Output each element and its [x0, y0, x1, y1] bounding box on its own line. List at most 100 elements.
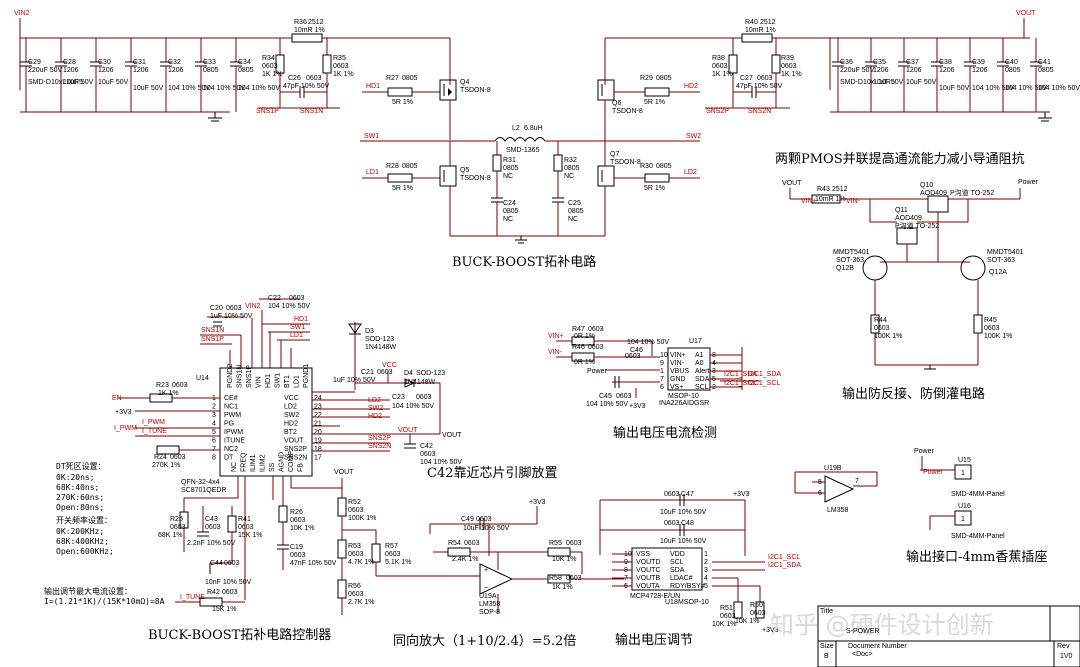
- svg-text:6.8uH: 6.8uH: [524, 125, 543, 132]
- svg-text:104 10% 50V: 104 10% 50V: [627, 339, 669, 346]
- reverse-protection-circuit: VOUT VIN+ R43 2512 10mR 1% VIN- Q10 AOD4…: [782, 179, 1039, 370]
- svg-text:2512: 2512: [760, 19, 776, 26]
- svg-text:2: 2: [212, 404, 216, 411]
- lm358-noninverting-amp: C49 0603 10uF 10% 50V +3V3 R54 0603 2.4K…: [429, 499, 624, 616]
- svg-text:NC: NC: [231, 462, 238, 472]
- svg-text:1K 1%: 1K 1%: [262, 71, 283, 78]
- title-connector: 输出接口-4mm香蕉插座: [906, 549, 1047, 565]
- title-protect: 输出防反接、防倒灌电路: [842, 386, 985, 402]
- svg-text:1: 1: [660, 368, 664, 375]
- svg-text:1206: 1206: [939, 67, 955, 74]
- svg-text:VOUT: VOUT: [442, 432, 462, 439]
- svg-text:SNS2N: SNS2N: [368, 443, 391, 450]
- svg-text:TSDON-8: TSDON-8: [612, 108, 643, 115]
- svg-text:10K 1%: 10K 1%: [290, 525, 315, 532]
- svg-text:1uF 10% 50V: 1uF 10% 50V: [333, 377, 376, 384]
- svg-text:VOUT: VOUT: [284, 438, 304, 445]
- svg-text:1K 1%: 1K 1%: [712, 71, 733, 78]
- svg-text:104 10% 50V: 104 10% 50V: [203, 85, 245, 92]
- svg-text:Q10: Q10: [920, 182, 933, 189]
- svg-text:10mR 1%: 10mR 1%: [745, 27, 776, 34]
- svg-text:10uF 10% 50V: 10uF 10% 50V: [463, 525, 510, 532]
- svg-text:Open:80ns;: Open:80ns;: [56, 503, 104, 512]
- svg-text:VIN-: VIN-: [670, 360, 685, 367]
- svg-text:R24: R24: [154, 454, 167, 461]
- svg-text:1206: 1206: [906, 67, 922, 74]
- svg-text:21: 21: [314, 421, 322, 428]
- title-amp: 同向放大（1+10/2.4）=5.2倍: [393, 633, 576, 649]
- svg-text:SW1: SW1: [364, 133, 379, 140]
- svg-text:SW1: SW1: [275, 373, 282, 388]
- svg-text:Document Number: Document Number: [848, 643, 907, 650]
- svg-text:0805: 0805: [564, 165, 580, 172]
- svg-text:6: 6: [212, 438, 216, 445]
- sc8701-controller: C20 0603 1uF 10% 50V VIN2 C22 0603 104 1…: [112, 295, 558, 613]
- svg-text:0603: 0603: [348, 591, 364, 598]
- svg-text:NC: NC: [564, 173, 574, 180]
- svg-text:VOUTA: VOUTA: [636, 583, 660, 590]
- svg-text:PWM: PWM: [224, 412, 241, 419]
- svg-text:Power: Power: [923, 469, 944, 476]
- svg-text:10uF 10% 50V: 10uF 10% 50V: [660, 509, 707, 516]
- svg-text:68K 1%: 68K 1%: [158, 532, 183, 539]
- svg-text:1N4148W: 1N4148W: [365, 344, 397, 351]
- svg-text:AOD409: AOD409: [920, 190, 947, 197]
- svg-text:SNS1P: SNS1P: [246, 365, 253, 388]
- svg-text:C20: C20: [210, 305, 223, 312]
- svg-text:MMDT5401: MMDT5401: [987, 249, 1024, 256]
- svg-text:L2: L2: [512, 125, 520, 132]
- svg-text:104 10% 50V: 104 10% 50V: [168, 85, 210, 92]
- svg-text:3: 3: [704, 567, 708, 574]
- svg-text:220uF 50V: 220uF 50V: [28, 67, 63, 74]
- svg-text:VCC: VCC: [284, 395, 299, 402]
- svg-text:1206: 1206: [873, 67, 889, 74]
- svg-text:I2C1_SDA: I2C1_SDA: [724, 371, 757, 378]
- svg-text:0603: 0603: [781, 63, 797, 70]
- svg-text:0603: 0603: [238, 524, 254, 531]
- u17-refdes: U17: [689, 338, 702, 345]
- svg-text:0603: 0603: [290, 517, 306, 524]
- svg-text:C34: C34: [238, 59, 251, 66]
- svg-text:2.4K 1%: 2.4K 1%: [452, 556, 478, 563]
- svg-text:R39: R39: [781, 55, 794, 62]
- svg-text:10mR 1%: 10mR 1%: [815, 196, 846, 203]
- svg-text:0603: 0603: [226, 305, 242, 312]
- svg-text:R45: R45: [984, 317, 997, 324]
- svg-text:Q7: Q7: [610, 151, 619, 158]
- svg-text:A1: A1: [695, 352, 704, 359]
- svg-text:5R 1%: 5R 1%: [392, 185, 413, 192]
- svg-text:Title: Title: [820, 608, 833, 615]
- svg-text:VIN+: VIN+: [548, 333, 564, 340]
- svg-text:VIN-: VIN-: [548, 349, 563, 356]
- svg-text:9: 9: [660, 360, 664, 367]
- svg-text:7: 7: [660, 376, 664, 383]
- svg-text:4: 4: [704, 575, 708, 582]
- svg-text:SCL: SCL: [695, 384, 709, 391]
- svg-text:10uF 50V: 10uF 50V: [63, 79, 94, 86]
- svg-text:SNS2P: SNS2P: [284, 446, 307, 453]
- svg-text:PGND1: PGND1: [303, 364, 310, 388]
- svg-text:17: 17: [314, 455, 322, 462]
- title-sense: 输出电压电流检测: [613, 425, 717, 441]
- svg-text:SOD-123: SOD-123: [365, 336, 394, 343]
- svg-text:0603: 0603: [262, 63, 278, 70]
- svg-text:A0: A0: [695, 360, 704, 367]
- q4-highside-left: HD1 R27 0805 5R 1% Q4 TSDON-8: [362, 75, 491, 140]
- svg-text:I2C1_SCL: I2C1_SCL: [768, 554, 800, 561]
- svg-text:104 10% 50V: 104 10% 50V: [238, 85, 280, 92]
- svg-text:VIN: VIN: [256, 376, 263, 388]
- svg-text:10uF 50V: 10uF 50V: [906, 79, 937, 86]
- svg-text:100K 1%: 100K 1%: [348, 515, 376, 522]
- svg-text:10K 1%: 10K 1%: [712, 621, 737, 628]
- svg-text:VOUT: VOUT: [334, 469, 354, 476]
- svg-text:R28: R28: [386, 163, 399, 170]
- svg-text:C27: C27: [740, 75, 753, 82]
- svg-text:0805: 0805: [402, 75, 418, 82]
- svg-text:GND: GND: [670, 376, 686, 383]
- svg-text:5: 5: [818, 479, 822, 486]
- svg-text:R44: R44: [874, 317, 887, 324]
- svg-text:0K:20ns;: 0K:20ns;: [56, 473, 95, 482]
- svg-text:10nF 10% 50V: 10nF 10% 50V: [205, 579, 252, 586]
